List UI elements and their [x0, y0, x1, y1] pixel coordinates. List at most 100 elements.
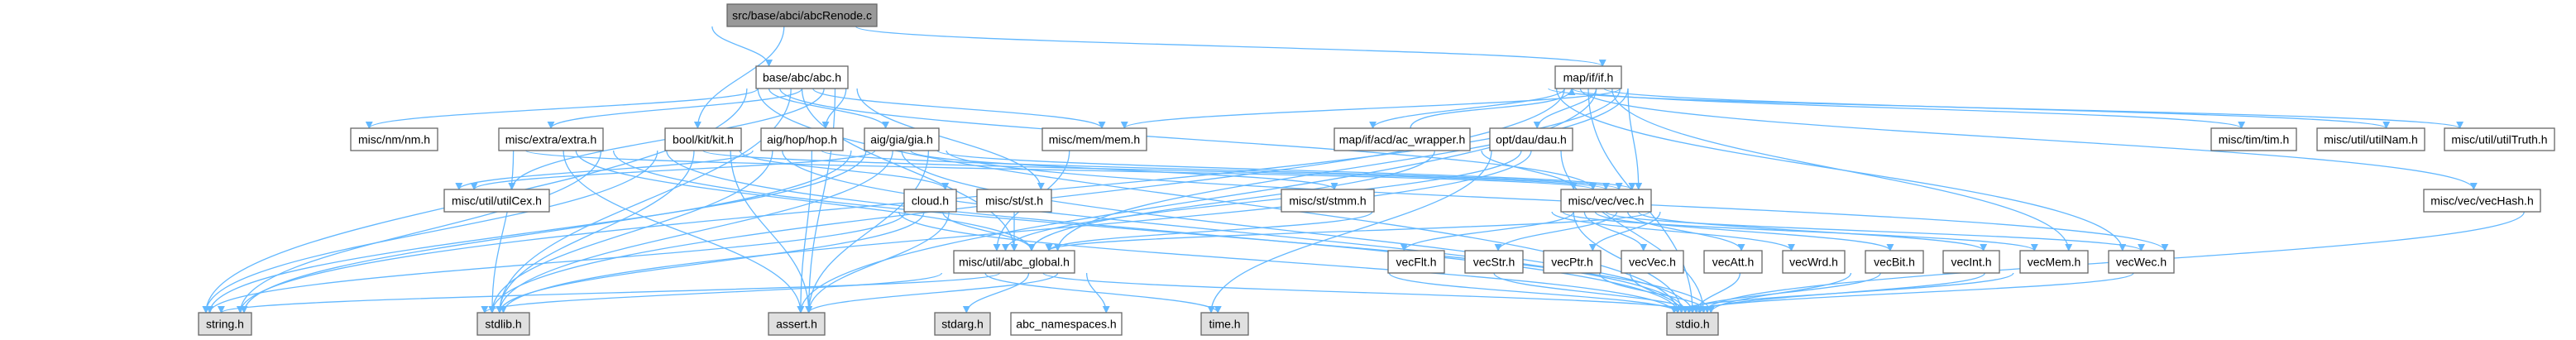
- node-label: misc/util/utilCex.h: [452, 194, 542, 208]
- edge-gia-to-stmm: [910, 150, 1338, 190]
- node-if[interactable]: map/if/if.h: [1554, 65, 1622, 89]
- node-box: [755, 65, 849, 89]
- node-dau[interactable]: opt/dau/dau.h: [1489, 127, 1573, 151]
- node-namespaces[interactable]: abc_namespaces.h: [1010, 312, 1123, 336]
- node-tim[interactable]: misc/tim/tim.h: [2210, 127, 2297, 151]
- edge-hop-to-stdlib: [488, 150, 773, 314]
- edge-root-to-kit: [693, 26, 785, 129]
- node-box: [1543, 250, 1602, 274]
- edge-if-to-vec: [1627, 88, 1643, 190]
- edge-vec-to-vecMem: [1562, 211, 2038, 251]
- node-box: [2108, 250, 2175, 274]
- edge-root-to-if: [855, 26, 1606, 67]
- node-label: string.h: [206, 318, 244, 331]
- node-vecAtt[interactable]: vecAtt.h: [1703, 250, 1763, 274]
- node-utilNam[interactable]: misc/util/utilNam.h: [2316, 127, 2425, 151]
- node-box: [350, 127, 438, 151]
- edge-dau-to-vec: [1481, 150, 1578, 190]
- node-vec[interactable]: misc/vec/vec.h: [1560, 189, 1652, 213]
- node-label: misc/util/abc_global.h: [959, 256, 1070, 269]
- node-acw[interactable]: map/if/acd/ac_wrapper.h: [1333, 127, 1471, 151]
- node-utilTruth[interactable]: misc/util/utilTruth.h: [2444, 127, 2555, 151]
- node-stdarg: stdarg.h: [934, 312, 991, 336]
- node-label: aig/hop/hop.h: [767, 133, 837, 146]
- node-label: cloud.h: [912, 194, 949, 208]
- edge-kit-to-stdio: [666, 150, 1682, 314]
- node-root[interactable]: src/base/abci/abcRenode.c: [726, 3, 878, 27]
- node-vecPtr[interactable]: vecPtr.h: [1543, 250, 1602, 274]
- node-label: vecVec.h: [1629, 256, 1676, 269]
- node-string: string.h: [198, 312, 252, 336]
- node-label: stdarg.h: [941, 318, 984, 331]
- edge-hop-to-stdio: [782, 150, 1689, 314]
- node-box: [953, 250, 1075, 274]
- edge-extra-to-assert: [563, 150, 805, 314]
- edge-global-to-assert: [805, 272, 1059, 314]
- edge-abc-to-st: [856, 88, 1045, 190]
- edge-if-to-mem: [1121, 88, 1621, 129]
- node-label: assert.h: [776, 318, 817, 331]
- node-stdio: stdio.h: [1666, 312, 1719, 336]
- edge-if-to-global: [1054, 88, 1629, 251]
- node-global[interactable]: misc/util/abc_global.h: [953, 250, 1075, 274]
- node-box: [1865, 250, 1924, 274]
- node-hop[interactable]: aig/hop/hop.h: [760, 127, 844, 151]
- edge-dau-to-global: [1002, 150, 1522, 251]
- node-stmm[interactable]: misc/st/stmm.h: [1281, 189, 1375, 213]
- edge-kit-to-vec: [702, 150, 1610, 190]
- node-label: misc/tim/tim.h: [2219, 133, 2290, 146]
- node-label: map/if/acd/ac_wrapper.h: [1339, 133, 1466, 146]
- node-label: vecMem.h: [2028, 256, 2081, 269]
- node-gia[interactable]: aig/gia/gia.h: [864, 127, 940, 151]
- node-label: vecStr.h: [1473, 256, 1515, 269]
- node-st[interactable]: misc/st/st.h: [976, 189, 1052, 213]
- node-vecFlt[interactable]: vecFlt.h: [1387, 250, 1445, 274]
- edge-extra-to-stdlib: [488, 150, 515, 314]
- edge-dau-to-stdio: [1560, 150, 1707, 314]
- node-kit[interactable]: bool/kit/kit.h: [664, 127, 742, 151]
- node-utilCex[interactable]: misc/util/utilCex.h: [443, 189, 550, 213]
- edge-vec-to-vecWrd: [1551, 211, 1795, 251]
- node-box: [1281, 189, 1375, 213]
- node-extra[interactable]: misc/extra/extra.h: [498, 127, 604, 151]
- node-box: [903, 189, 957, 213]
- node-label: misc/extra/extra.h: [505, 133, 596, 146]
- edge-gia-to-stdio: [901, 150, 1697, 314]
- edge-vec-to-vecStr: [1494, 211, 1618, 251]
- edges-layer: [202, 26, 2525, 314]
- node-box: [934, 312, 991, 336]
- node-vecVec[interactable]: vecVec.h: [1621, 250, 1684, 274]
- edge-abc-to-global: [801, 88, 1018, 251]
- edge-vecBit-to-stdio: [1681, 272, 1881, 314]
- edge-global-to-time: [984, 272, 1222, 314]
- node-label: misc/nm/nm.h: [358, 133, 430, 146]
- node-vecInt[interactable]: vecInt.h: [1942, 250, 2000, 274]
- edge-root-to-abc: [711, 26, 773, 67]
- node-nm[interactable]: misc/nm/nm.h: [350, 127, 438, 151]
- node-abc[interactable]: base/abc/abc.h: [755, 65, 849, 89]
- edge-vec-to-vecBit: [1594, 211, 1894, 251]
- node-cloud[interactable]: cloud.h: [903, 189, 957, 213]
- node-box: [726, 3, 878, 27]
- node-vecMem[interactable]: vecMem.h: [2019, 250, 2089, 274]
- node-mem[interactable]: misc/mem/mem.h: [1041, 127, 1147, 151]
- node-vecStr[interactable]: vecStr.h: [1464, 250, 1524, 274]
- node-label: misc/st/st.h: [985, 194, 1043, 208]
- edge-abc-to-gia: [768, 88, 890, 129]
- edge-extra-to-string: [236, 150, 602, 314]
- node-vecWec[interactable]: vecWec.h: [2108, 250, 2175, 274]
- node-box: [760, 127, 844, 151]
- node-vecHash[interactable]: misc/vec/vecHash.h: [2423, 189, 2541, 213]
- node-box: [2210, 127, 2297, 151]
- node-box: [1387, 250, 1445, 274]
- node-vecBit[interactable]: vecBit.h: [1865, 250, 1924, 274]
- node-box: [768, 312, 826, 336]
- edge-kit-to-cloud: [739, 150, 950, 190]
- edge-abc-to-hop: [821, 88, 847, 129]
- node-vecWrd[interactable]: vecWrd.h: [1782, 250, 1846, 274]
- node-label: vecFlt.h: [1396, 256, 1436, 269]
- edge-abc-to-stdlib: [496, 88, 792, 314]
- node-label: base/abc/abc.h: [763, 71, 841, 84]
- edge-kit-to-string: [202, 150, 658, 314]
- edge-vec-to-vecInt: [1638, 211, 1988, 251]
